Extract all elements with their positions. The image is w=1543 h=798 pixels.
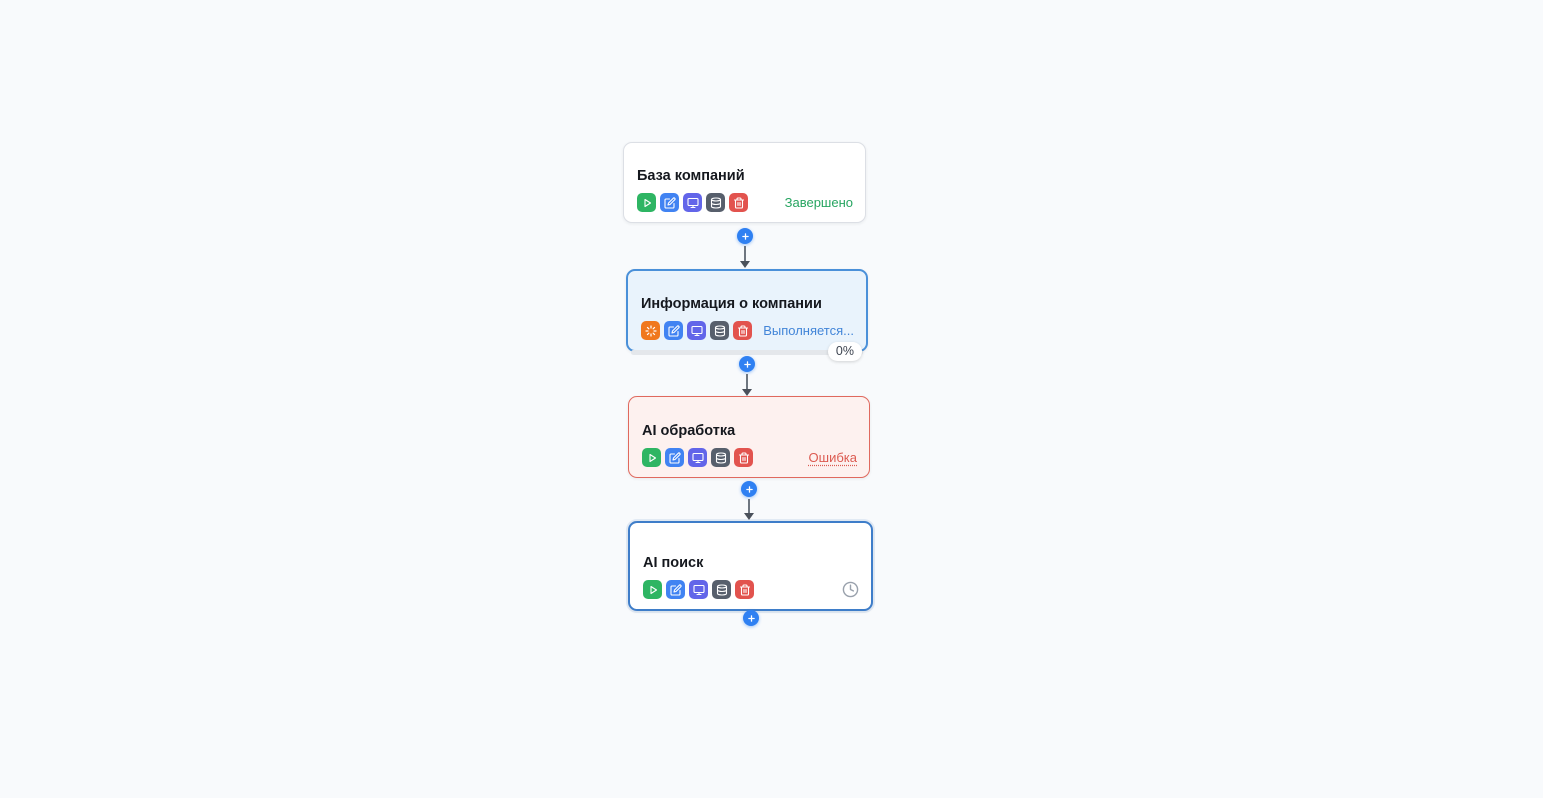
add-node-button[interactable] (737, 228, 753, 244)
trash-icon (733, 197, 745, 209)
delete-button[interactable] (729, 193, 748, 212)
preview-button[interactable] (683, 193, 702, 212)
run-button[interactable] (642, 448, 661, 467)
status-badge: Выполняется... (763, 323, 854, 338)
progress-bar (631, 350, 863, 355)
workflow-node-company-info[interactable]: Информация о компании Выполняется... 0% (626, 269, 868, 361)
preview-button[interactable] (687, 321, 706, 340)
node-action-toolbar (637, 193, 748, 212)
monitor-icon (692, 452, 704, 464)
connector-arrowhead-icon (742, 389, 752, 396)
monitor-icon (693, 584, 705, 596)
connector-line (748, 499, 750, 513)
node-title: База компаний (637, 168, 745, 185)
delete-button[interactable] (733, 321, 752, 340)
edit-button[interactable] (666, 580, 685, 599)
trash-icon (738, 452, 750, 464)
delete-button[interactable] (734, 448, 753, 467)
node-title: Информация о компании (641, 296, 822, 313)
data-button[interactable] (711, 448, 730, 467)
play-icon (647, 584, 659, 596)
trash-icon (737, 325, 749, 337)
running-spinner-button[interactable] (641, 321, 660, 340)
play-icon (646, 452, 658, 464)
status-badge: Завершено (784, 195, 853, 210)
progress-value: 0% (827, 342, 862, 361)
node-action-toolbar (642, 448, 753, 467)
add-node-button[interactable] (743, 610, 759, 626)
connector-1 (737, 228, 753, 268)
edit-icon (670, 584, 682, 596)
workflow-node-ai-processing[interactable]: AI обработка Ошибка (628, 396, 870, 478)
add-node-button[interactable] (741, 481, 757, 497)
workflow-node-company-database[interactable]: База компаний Завершено (623, 142, 866, 223)
edit-button[interactable] (660, 193, 679, 212)
preview-button[interactable] (688, 448, 707, 467)
monitor-icon (691, 325, 703, 337)
schedule-status (842, 581, 859, 598)
run-button[interactable] (637, 193, 656, 212)
edit-button[interactable] (664, 321, 683, 340)
connector-arrowhead-icon (740, 261, 750, 268)
play-icon (641, 197, 653, 209)
connector-arrowhead-icon (744, 513, 754, 520)
workflow-node-ai-search[interactable]: AI поиск (628, 521, 873, 611)
edit-icon (668, 325, 680, 337)
plus-icon (741, 232, 750, 241)
database-icon (710, 197, 722, 209)
connector-line (746, 374, 748, 389)
plus-icon (747, 614, 756, 623)
connector-line (744, 246, 746, 261)
edit-icon (669, 452, 681, 464)
database-icon (716, 584, 728, 596)
trash-icon (739, 584, 751, 596)
database-icon (714, 325, 726, 337)
clock-icon (842, 581, 859, 598)
node-action-toolbar (643, 580, 754, 599)
node-title: AI обработка (642, 423, 736, 440)
preview-button[interactable] (689, 580, 708, 599)
data-button[interactable] (710, 321, 729, 340)
edit-icon (664, 197, 676, 209)
connector-4 (743, 610, 759, 626)
add-node-button[interactable] (739, 356, 755, 372)
node-title: AI поиск (643, 555, 704, 572)
database-icon (715, 452, 727, 464)
monitor-icon (687, 197, 699, 209)
connector-2 (739, 356, 755, 396)
run-button[interactable] (643, 580, 662, 599)
edit-button[interactable] (665, 448, 684, 467)
spinner-icon (645, 325, 657, 337)
node-action-toolbar (641, 321, 752, 340)
delete-button[interactable] (735, 580, 754, 599)
status-badge[interactable]: Ошибка (808, 450, 857, 465)
connector-3 (741, 481, 757, 520)
plus-icon (745, 485, 754, 494)
data-button[interactable] (712, 580, 731, 599)
plus-icon (743, 360, 752, 369)
data-button[interactable] (706, 193, 725, 212)
